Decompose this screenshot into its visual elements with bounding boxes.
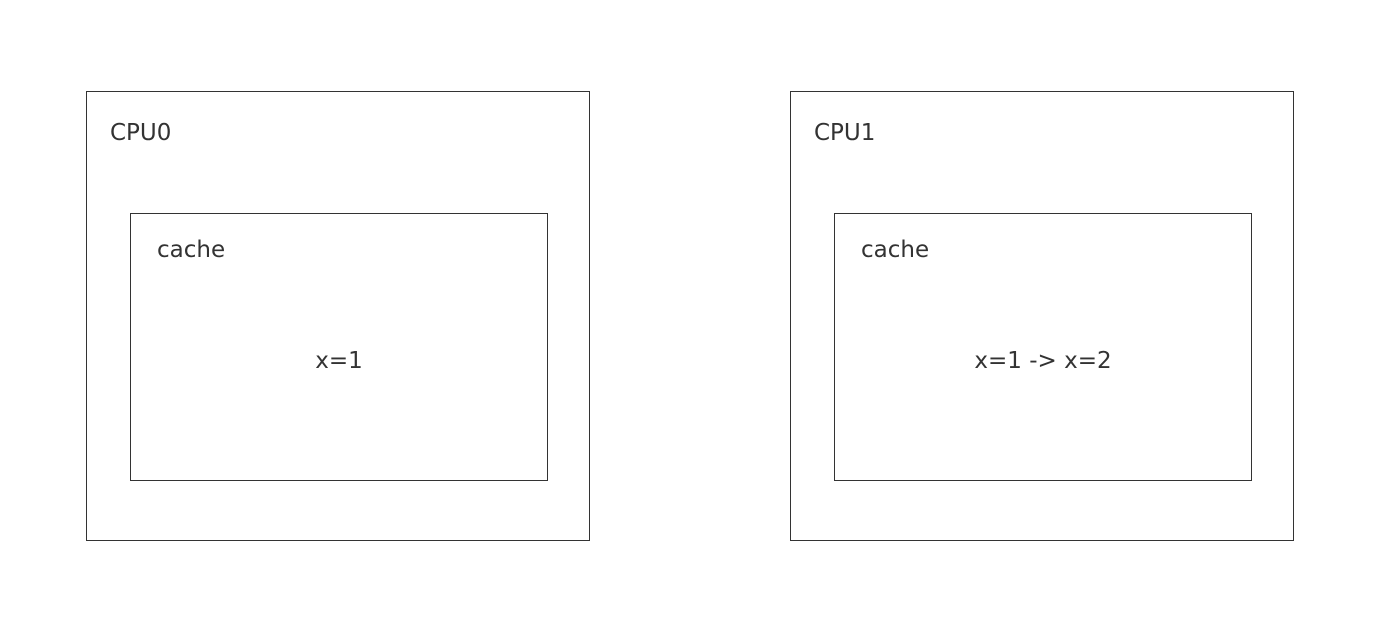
cpu0-box: CPU0 cache x=1 bbox=[86, 91, 590, 541]
cpu1-cache-label: cache bbox=[861, 237, 930, 263]
cpu1-box: CPU1 cache x=1 -> x=2 bbox=[790, 91, 1294, 541]
cpu0-cache-box: cache x=1 bbox=[130, 213, 548, 481]
cpu1-label: CPU1 bbox=[814, 120, 876, 146]
cpu0-cache-label: cache bbox=[157, 237, 226, 263]
cpu1-cache-box: cache x=1 -> x=2 bbox=[834, 213, 1252, 481]
cpu1-cache-value: x=1 -> x=2 bbox=[974, 348, 1112, 374]
cpu0-label: CPU0 bbox=[110, 120, 172, 146]
cpu0-cache-value: x=1 bbox=[315, 348, 363, 374]
